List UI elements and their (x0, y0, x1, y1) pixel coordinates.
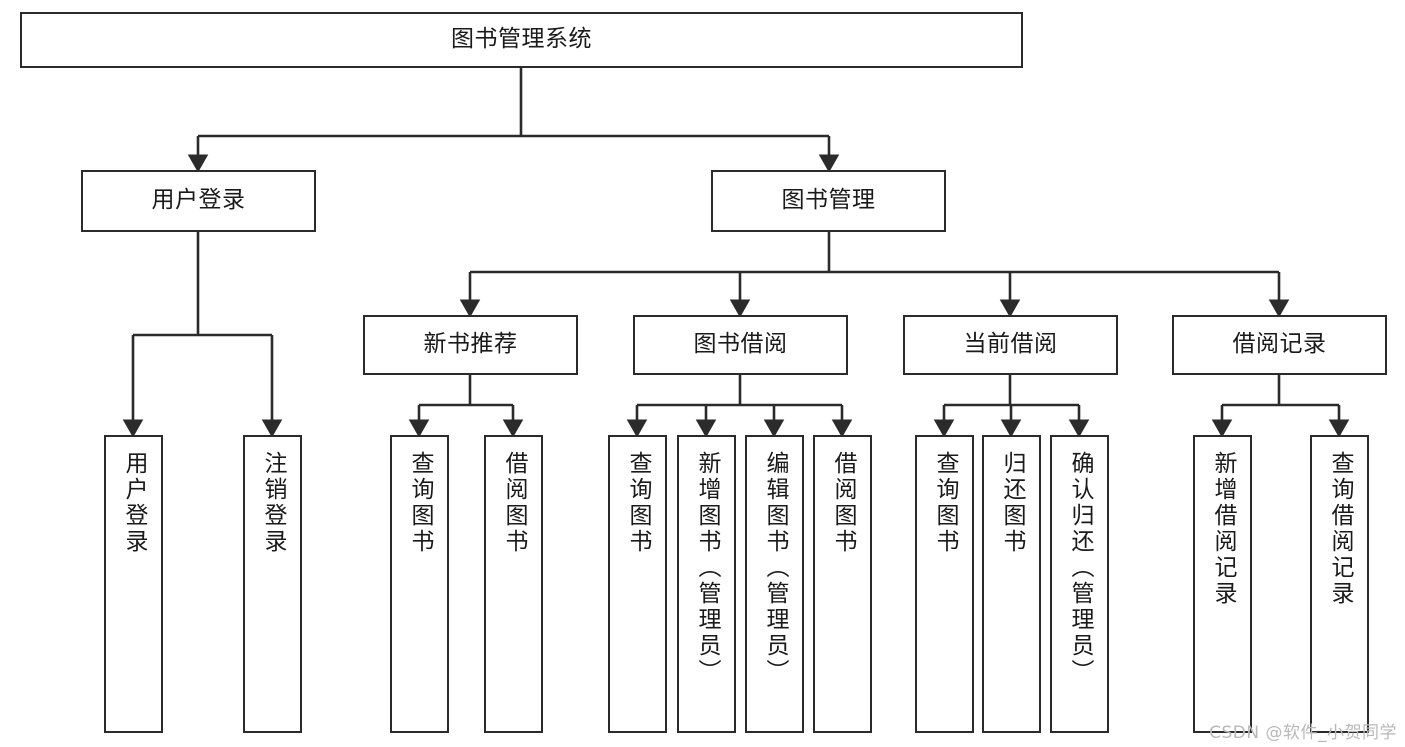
csdn-watermark: CSDN @软件_小贺同学 (1209, 723, 1397, 743)
node-leaf-borrow-book-2[interactable]: 借阅图书 (813, 435, 872, 733)
node-root-book-management-system[interactable]: 图书管理系统 (20, 12, 1023, 68)
node-leaf-query-book-3[interactable]: 查询图书 (915, 435, 974, 733)
node-leaf-add-borrow-record[interactable]: 新增借阅记录 (1193, 435, 1252, 733)
node-label: 用户登录 (121, 451, 147, 555)
node-leaf-add-book-admin[interactable]: 新增图书（管理员） (677, 435, 736, 733)
node-user-login[interactable]: 用户登录 (81, 170, 316, 232)
node-label: 借阅图书 (501, 451, 527, 555)
node-label: 查询图书 (625, 451, 651, 555)
node-leaf-confirm-return-admin[interactable]: 确认归还（管理员） (1050, 435, 1109, 733)
node-label: 借阅记录 (1232, 331, 1327, 358)
node-leaf-query-book-1[interactable]: 查询图书 (390, 435, 449, 733)
node-leaf-user-login[interactable]: 用户登录 (104, 435, 163, 733)
node-label: 用户登录 (151, 187, 246, 214)
node-label: 借阅图书 (830, 451, 856, 555)
node-leaf-borrow-book-1[interactable]: 借阅图书 (484, 435, 543, 733)
node-leaf-edit-book-admin[interactable]: 编辑图书（管理员） (745, 435, 804, 733)
node-label: 确认归还（管理员） (1067, 451, 1093, 685)
node-label: 编辑图书（管理员） (762, 451, 788, 685)
node-label: 图书管理系统 (451, 26, 592, 53)
node-current-borrow[interactable]: 当前借阅 (903, 315, 1118, 375)
node-label: 当前借阅 (963, 331, 1058, 358)
node-leaf-return-book[interactable]: 归还图书 (982, 435, 1041, 733)
node-borrow-record[interactable]: 借阅记录 (1172, 315, 1387, 375)
node-label: 查询借阅记录 (1327, 451, 1353, 607)
node-label: 新增图书（管理员） (694, 451, 720, 685)
node-book-manage[interactable]: 图书管理 (711, 170, 946, 232)
node-label: 图书借阅 (693, 331, 788, 358)
node-leaf-query-book-2[interactable]: 查询图书 (608, 435, 667, 733)
node-label: 新增借阅记录 (1210, 451, 1236, 607)
node-leaf-query-borrow-record[interactable]: 查询借阅记录 (1310, 435, 1369, 733)
node-book-borrow[interactable]: 图书借阅 (633, 315, 848, 375)
node-label: 图书管理 (781, 187, 876, 214)
node-label: 归还图书 (999, 451, 1025, 555)
node-new-book-recommend[interactable]: 新书推荐 (363, 315, 578, 375)
node-label: 查询图书 (932, 451, 958, 555)
node-label: 新书推荐 (423, 331, 518, 358)
node-label: 注销登录 (260, 451, 286, 555)
node-leaf-logout-login[interactable]: 注销登录 (243, 435, 302, 733)
node-label: 查询图书 (407, 451, 433, 555)
